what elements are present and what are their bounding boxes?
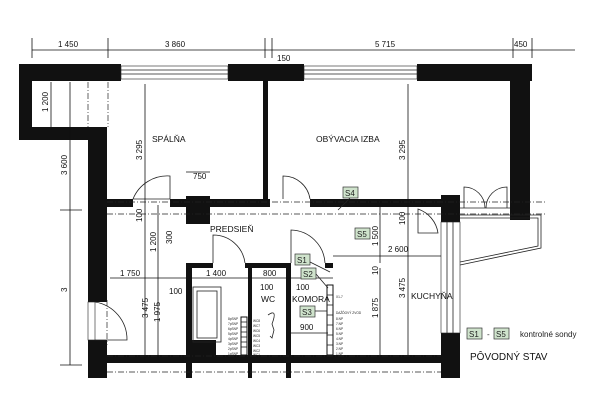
- dim-label: 3 475: [398, 277, 407, 298]
- dim-label: 750: [193, 172, 207, 181]
- dim-450: 450: [514, 40, 528, 49]
- doors: [94, 175, 439, 341]
- riser-labels: 8pSNP 7pSNP 6pSNP 5pSNP 4pSNP 3pSNP 2pSN…: [228, 295, 362, 357]
- room-kitchen: KUCHYŇA: [411, 291, 453, 301]
- dim-label: 10: [371, 266, 380, 275]
- probe-s4: S4: [345, 189, 355, 198]
- dim-label: 100: [135, 208, 144, 222]
- riser-mid-label: WC1: [253, 353, 260, 357]
- riser-right-title: DAŽĎOVÝ ZVOD: [336, 310, 362, 315]
- legend: S1 - S5 kontrolné sondy PÔVODNÝ STAV: [466, 327, 576, 363]
- riser-small-label: X1-7: [336, 295, 343, 299]
- dim-label: 3 475: [141, 297, 150, 318]
- dim-label: 3 600: [60, 154, 69, 175]
- riser-wc: [240, 316, 248, 356]
- riser-left-label: 2pSNP: [228, 347, 238, 351]
- dimension-labels: 1 200 3 600 3 3 295 3 295 750 100 1 200 …: [41, 91, 409, 332]
- dim-label: 100: [296, 283, 310, 292]
- dim-label: 3 295: [398, 139, 407, 160]
- riser-right-label: 8.NP: [336, 317, 343, 321]
- probes: S1 S2 S3 S4 S5: [294, 186, 371, 318]
- riser-left-label: 5pSNP: [228, 332, 238, 336]
- riser-right-label: 7.NP: [336, 322, 343, 326]
- probe-s2: S2: [303, 270, 313, 279]
- dim-label: 1 400: [206, 269, 227, 278]
- room-hall: PREDSIEŇ: [210, 224, 253, 234]
- riser-left-label: 7pSNP: [228, 322, 238, 326]
- riser-left-label: 4pSNP: [228, 337, 238, 341]
- top-dimension-chain: 1 450 3 860 5 715 450 150: [31, 38, 575, 63]
- riser-right-label: 2.NP: [336, 347, 343, 351]
- dim-label: 2 600: [388, 245, 409, 254]
- riser-mid-label: WC5: [253, 334, 260, 338]
- balcony: [459, 186, 542, 266]
- dim-label: 1 875: [371, 297, 380, 318]
- dim-label: 1 500: [371, 225, 380, 246]
- walls: [19, 64, 532, 378]
- dim-label: 100: [260, 283, 274, 292]
- room-bedroom: SPÁLŇA: [152, 134, 186, 144]
- riser-left-label: 6pSNP: [228, 327, 238, 331]
- room-pantry: KOMORA: [292, 294, 330, 304]
- bathtub: [192, 286, 222, 343]
- riser-right-label: 6.NP: [336, 327, 343, 331]
- toilet: [267, 312, 275, 339]
- dim-label: 3: [60, 287, 69, 292]
- dim-label: 3 295: [135, 139, 144, 160]
- probe-s5: S5: [357, 230, 367, 239]
- riser-mid-label: WC6: [253, 329, 260, 333]
- riser-left-label: 1pSNP: [228, 352, 238, 356]
- riser-mid-label: WC7: [253, 324, 260, 328]
- dim-label: 100: [169, 287, 183, 296]
- dim-label: 1 750: [120, 269, 141, 278]
- room-wc: WC: [261, 294, 275, 304]
- riser-mid-label: WC8: [253, 319, 260, 323]
- legend-from: S1: [469, 330, 479, 339]
- riser-left-label: 3pSNP: [228, 342, 238, 346]
- legend-label: kontrolné sondy: [520, 330, 576, 339]
- dim-label: 1 200: [149, 231, 158, 252]
- room-living: OBÝVACIA IZBA: [316, 134, 380, 144]
- probe-s1: S1: [297, 256, 307, 265]
- dim-label: 100: [398, 211, 407, 225]
- dim-label: 900: [300, 323, 314, 332]
- status-title: PÔVODNÝ STAV: [470, 350, 548, 363]
- dim-3860: 3 860: [165, 40, 186, 49]
- dim-label: 1 975: [153, 301, 162, 322]
- dim-5715: 5 715: [375, 40, 396, 49]
- riser-rain: [326, 284, 334, 356]
- dim-label: 1 200: [41, 91, 50, 112]
- dim-1450: 1 450: [58, 40, 79, 49]
- riser-left-label: 8pSNP: [228, 317, 238, 321]
- legend-dash: -: [487, 330, 490, 339]
- riser-right-label: 3.NP: [336, 342, 343, 346]
- riser-mid-label: WC4: [253, 339, 260, 343]
- dim-150: 150: [277, 54, 291, 63]
- windows: [87, 65, 461, 341]
- riser-mid-label: WC2: [253, 349, 260, 353]
- probe-s3: S3: [302, 308, 312, 317]
- riser-right-label: 4.NP: [336, 337, 343, 341]
- riser-right-label: 1.NP: [336, 352, 343, 356]
- dim-label: 800: [263, 269, 277, 278]
- legend-to: S5: [496, 330, 506, 339]
- axis-lines: [87, 82, 545, 373]
- riser-mid-label: WC3: [253, 344, 260, 348]
- room-labels: SPÁLŇA OBÝVACIA IZBA PREDSIEŇ WC KOMORA …: [152, 134, 453, 304]
- riser-right-label: 5.NP: [336, 332, 343, 336]
- dim-label: 300: [165, 230, 174, 244]
